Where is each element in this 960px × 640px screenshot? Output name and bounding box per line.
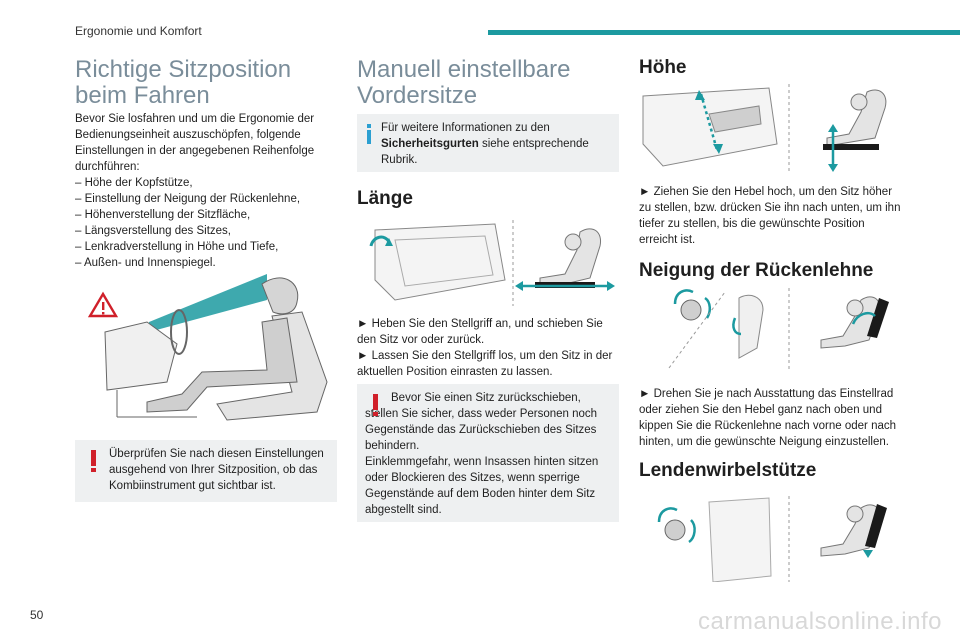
section-title-vordersitze: Manuell einstellbare Vordersitze xyxy=(357,56,571,109)
lendenwirbelstuetze-illustration xyxy=(657,496,887,582)
step-item: – Außen- und Innenspiegel. xyxy=(75,257,216,269)
subsection-title-laenge: Länge xyxy=(357,188,413,209)
neigung-illustration xyxy=(668,288,889,372)
step-item: – Lenkradverstellung in Höhe und Tiefe, xyxy=(75,241,279,253)
info-mark-icon xyxy=(367,124,371,144)
step-item: – Höhe der Kopfstütze, xyxy=(75,177,193,189)
arrow-icon xyxy=(699,93,719,151)
step-item: – Längsverstellung des Sitzes, xyxy=(75,225,231,237)
intro-text: Bevor Sie losfahren und um die Ergonomie… xyxy=(75,111,337,271)
page-number: 50 xyxy=(30,608,44,622)
arrow-icon xyxy=(863,550,873,558)
arrow-icon xyxy=(673,289,694,305)
exclamation-mark-icon xyxy=(373,394,378,416)
laenge-illustration xyxy=(369,220,615,306)
exclamation-mark-icon xyxy=(91,450,96,472)
subsection-title-lendenwirbelstuetze: Lendenwirbelstütze xyxy=(639,460,817,481)
info-note-sicherheitsgurte: Für weitere Informationen zu den Sicherh… xyxy=(357,114,619,172)
info-text-bold: Sicherheitsgurten xyxy=(381,138,479,150)
warning-text: Überprüfen Sie nach diesen Einstellungen… xyxy=(109,448,324,492)
step-item: – Einstellung der Neigung der Rückenlehn… xyxy=(75,193,301,205)
info-text-post: siehe entsprechende Rubrik. xyxy=(381,138,589,166)
arrow-icon xyxy=(657,507,678,523)
running-header: Ergonomie und Komfort xyxy=(75,24,202,38)
step-item: – Höhenverstellung der Sitzfläche, xyxy=(75,209,251,221)
section-title-sitzposition: Richtige Sitzposition beim Fahren xyxy=(75,56,292,109)
warning-triangle-icon xyxy=(87,291,119,318)
subsection-title-hoehe: Höhe xyxy=(639,57,687,78)
arrow-icon xyxy=(851,312,876,325)
watermark: carmanualsonline.info xyxy=(698,608,942,635)
hoehe-instructions: ► Ziehen Sie den Hebel hoch, um den Sitz… xyxy=(639,184,901,248)
instruction-step: ► Drehen Sie je nach Ausstattung das Ein… xyxy=(639,388,897,448)
info-text-pre: Für weitere Informationen zu den xyxy=(381,122,550,134)
subsection-title-neigung: Neigung der Rückenlehne xyxy=(639,260,874,281)
hoehe-illustration xyxy=(642,84,887,174)
header-accent-bar xyxy=(488,30,960,35)
sight-line xyxy=(149,274,267,332)
instruction-step: ► Ziehen Sie den Hebel hoch, um den Sitz… xyxy=(639,186,901,246)
intro-paragraph: Bevor Sie losfahren und um die Ergonomie… xyxy=(75,113,315,173)
instruction-step: ► Heben Sie den Stellgriff an, und schie… xyxy=(357,318,603,346)
laenge-instructions: ► Heben Sie den Stellgriff an, und schie… xyxy=(357,316,619,380)
arrow-icon xyxy=(369,235,391,247)
neigung-instructions: ► Drehen Sie je nach Ausstattung das Ein… xyxy=(639,386,901,450)
driver-position-illustration xyxy=(87,274,328,421)
warning-text: Einklemmgefahr, wenn Insassen hinten sit… xyxy=(365,456,599,516)
warning-note-zurueckschieben: Bevor Sie einen Sitz zurückschieben, ste… xyxy=(357,384,619,522)
warning-note-instrument: Überprüfen Sie nach diesen Einstellungen… xyxy=(75,440,337,502)
instruction-step: ► Lassen Sie den Stellgriff los, um den … xyxy=(357,350,613,378)
warning-text: Bevor Sie einen Sitz zurückschieben, ste… xyxy=(365,392,598,452)
